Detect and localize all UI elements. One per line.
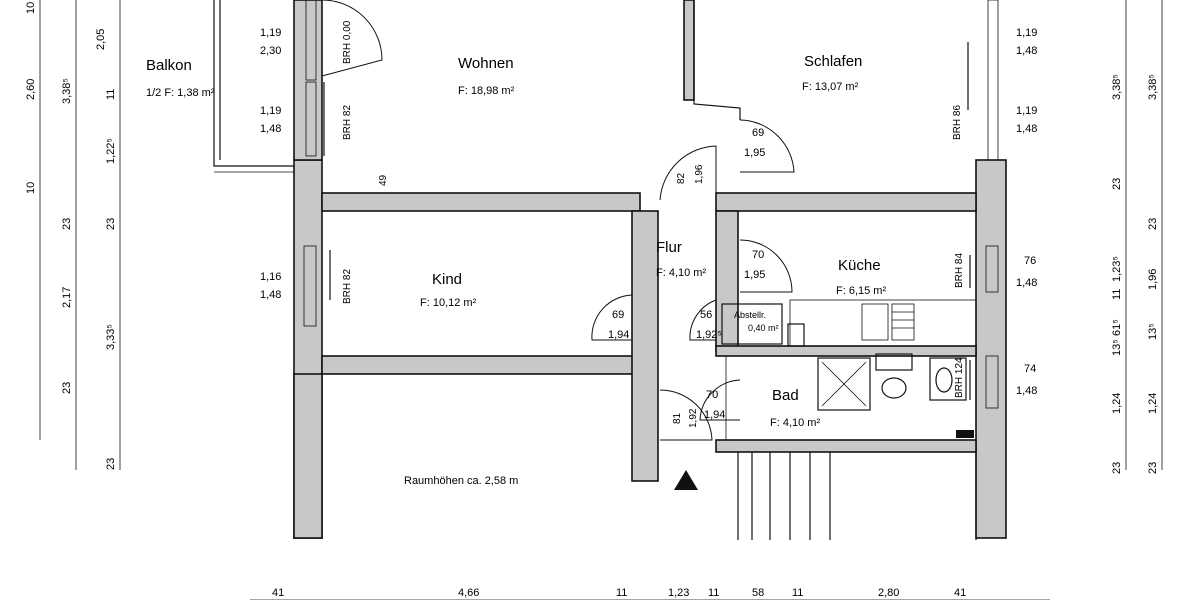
door-abstell-width: 56 — [700, 309, 712, 321]
door-schlafen-height: 1,95 — [744, 147, 765, 159]
opening-kueche-width: 76 — [1024, 255, 1036, 267]
dim-right-inner-6: 13⁵ — [1111, 339, 1123, 356]
balcony-outline — [213, 0, 294, 173]
dim-left-outer-5: 2,17 — [61, 287, 73, 308]
door-swings — [321, 0, 795, 441]
dim-left-inner-6: 3,33⁵ — [105, 324, 117, 350]
dim-left-outer-7: 23 — [105, 458, 117, 470]
room-name-balkon: Balkon — [146, 57, 192, 74]
dim-bottom-3: 11 — [616, 587, 627, 599]
room-area-balkon: 1/2 F: 1,38 m² — [146, 87, 215, 99]
room-area-wohnen: F: 18,98 m² — [458, 85, 515, 97]
door-flur-width: 82 — [676, 172, 687, 184]
opening-schlafen-mid-brh: BRH 86 — [952, 105, 963, 140]
opening-schlafen-mid-width: 1,19 — [1016, 105, 1037, 117]
opening-schlafen-mid-height: 1,48 — [1016, 123, 1037, 135]
opening-bad-brh: BRH 124 — [954, 357, 965, 398]
room-area-flur: F: 4,10 m² — [656, 267, 706, 279]
opening-schlafen-top-width: 1,19 — [1016, 27, 1037, 39]
dim-right-outer-4: 13⁵ — [1147, 323, 1159, 340]
dim-left-outer-2: 2,60 — [25, 79, 37, 100]
dim-bottom-5: 11 — [708, 587, 719, 599]
room-name-bad: Bad — [772, 387, 799, 404]
dim-right-inner-2: 23 — [1111, 178, 1123, 190]
room-area-kueche: F: 6,15 m² — [836, 285, 886, 297]
door-entry-width: 81 — [672, 412, 683, 424]
opening-wohnen-mid-width: 1,19 — [260, 105, 281, 117]
door-kind-height: 1,94 — [608, 329, 629, 341]
opening-wohnen-mid-height: 1,48 — [260, 123, 281, 135]
dim-right-outer-6: 23 — [1147, 462, 1159, 474]
dim-right-inner-4: 11 — [1111, 289, 1123, 300]
room-name-kind: Kind — [432, 271, 462, 288]
wall-thickness-49: 49 — [378, 174, 389, 186]
door-bad-height: 1,94 — [704, 409, 725, 421]
dim-left-inner-2: 3,38⁵ — [61, 78, 73, 104]
dim-right-outer-3: 1,96 — [1147, 269, 1159, 290]
door-entry-height: 1,92 — [688, 408, 699, 428]
dim-left-outer-3: 10 — [25, 182, 37, 194]
dim-right-inner-1: 3,38⁵ — [1111, 74, 1123, 100]
room-name-wohnen: Wohnen — [458, 55, 514, 72]
door-bad-width: 70 — [706, 389, 718, 401]
room-area-bad: F: 4,10 m² — [770, 417, 820, 429]
dim-bottom-7: 11 — [792, 587, 803, 599]
dim-bottom-8: 2,80 — [878, 587, 899, 599]
opening-schlafen-top-height: 1,48 — [1016, 45, 1037, 57]
dim-left-inner-1: 2,05 — [95, 29, 107, 50]
opening-kind-brh: BRH 82 — [342, 269, 353, 304]
door-kueche-width: 70 — [752, 249, 764, 261]
dim-right-outer-1: 3,38⁵ — [1147, 74, 1159, 100]
dim-right-outer-2: 23 — [1147, 218, 1159, 230]
walls — [293, 0, 1007, 539]
bath-fixtures — [725, 353, 974, 440]
opening-kueche-height: 1,48 — [1016, 277, 1037, 289]
opening-kueche-brh: BRH 84 — [954, 253, 965, 288]
staircase — [737, 452, 977, 540]
opening-bad-height: 1,48 — [1016, 385, 1037, 397]
dim-right-inner-5: 61⁵ — [1111, 319, 1123, 336]
dim-left-inner-4: 1,22⁵ — [105, 138, 117, 164]
entrance-arrow-icon — [674, 470, 698, 490]
kitchen-fixtures — [787, 299, 977, 347]
door-kueche-height: 1,95 — [744, 269, 765, 281]
dim-bottom-2: 4,66 — [458, 587, 479, 599]
room-name-kueche: Küche — [838, 257, 881, 274]
dimension-lines — [39, 0, 1163, 600]
door-abstell-height: 1,92⁵ — [696, 329, 722, 341]
room-name-schlafen: Schlafen — [804, 53, 862, 70]
opening-wohnen-top-height: 2,30 — [260, 45, 281, 57]
dim-left-inner-5: 23 — [105, 218, 117, 230]
dim-right-outer-5: 1,24 — [1147, 393, 1159, 414]
dim-left-outer-4: 23 — [61, 218, 73, 230]
dim-left-outer-1: 10 — [25, 2, 37, 14]
dim-left-outer-6: 23 — [61, 382, 73, 394]
dim-right-inner-3: 1,23⁵ — [1111, 256, 1123, 282]
room-area-schlafen: F: 13,07 m² — [802, 81, 859, 93]
room-name-abstell: Abstellr. — [734, 310, 766, 320]
door-kind-width: 69 — [612, 309, 624, 321]
opening-wohnen-top-brh: BRH 0,00 — [342, 20, 353, 64]
dim-bottom-4: 1,23 — [668, 587, 689, 599]
dim-right-inner-8: 23 — [1111, 462, 1123, 474]
opening-kind-width: 1,16 — [260, 271, 281, 283]
door-schlafen-width: 69 — [752, 127, 764, 139]
opening-wohnen-mid-brh: BRH 82 — [342, 105, 353, 140]
windows — [303, 0, 999, 409]
door-flur-height: 1,96 — [694, 164, 705, 184]
ceiling-height-note: Raumhöhen ca. 2,58 m — [404, 475, 518, 487]
dim-bottom-9: 41 — [954, 587, 966, 599]
dim-bottom-6: 58 — [752, 587, 764, 599]
opening-bad-width: 74 — [1024, 363, 1036, 375]
dim-left-inner-3: 11 — [105, 89, 117, 100]
room-area-kind: F: 10,12 m² — [420, 297, 477, 309]
dim-bottom-1: 41 — [272, 587, 284, 599]
opening-wohnen-top-width: 1,19 — [260, 27, 281, 39]
room-area-abstell: 0,40 m² — [748, 323, 779, 333]
dim-right-inner-7: 1,24 — [1111, 393, 1123, 414]
room-name-flur: Flur — [656, 239, 682, 256]
opening-kind-height: 1,48 — [260, 289, 281, 301]
